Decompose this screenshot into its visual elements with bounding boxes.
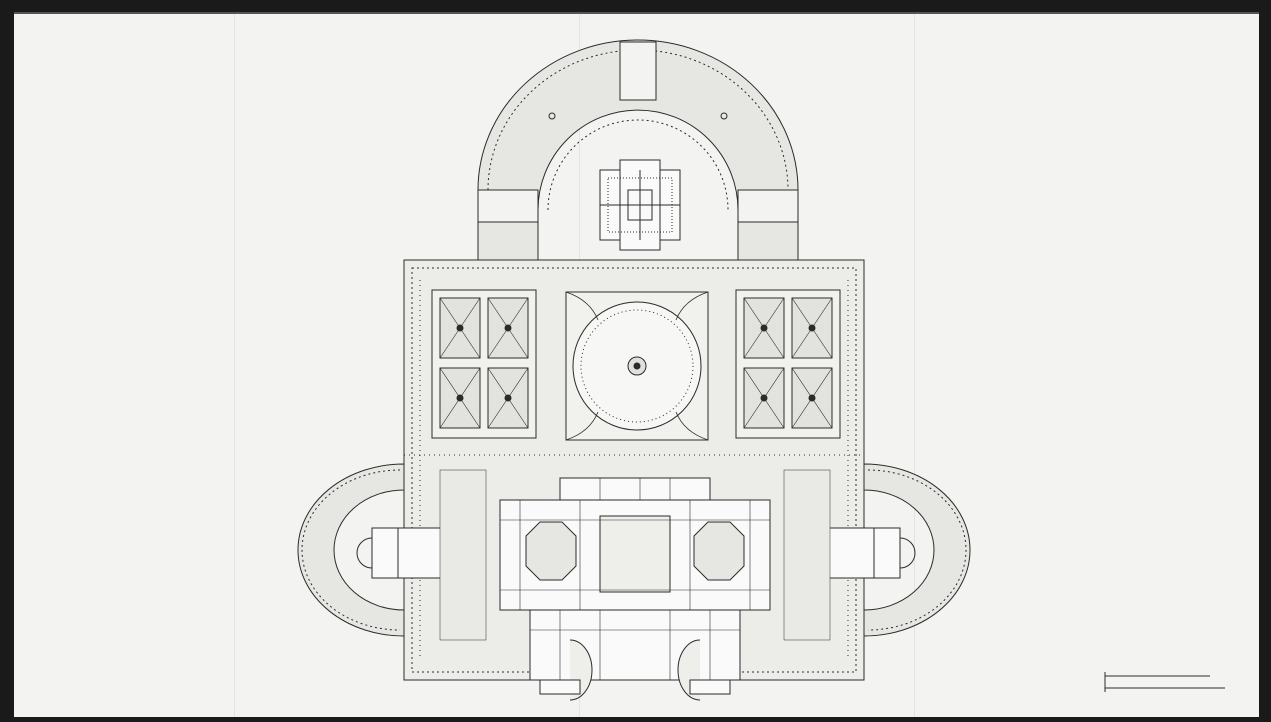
central-rotunda-court xyxy=(565,291,709,441)
paper-fold-line xyxy=(914,14,915,717)
north-pavilion xyxy=(599,159,681,251)
east-exedra xyxy=(823,463,971,637)
north-exedra xyxy=(477,39,799,263)
west-parterre xyxy=(431,289,537,439)
west-exedra xyxy=(297,463,449,637)
paper-fold-line xyxy=(234,14,235,717)
main-palace-block xyxy=(499,477,771,701)
east-parterre xyxy=(735,289,841,439)
scale-bar xyxy=(1104,672,1225,692)
lower-lawns xyxy=(439,469,831,641)
